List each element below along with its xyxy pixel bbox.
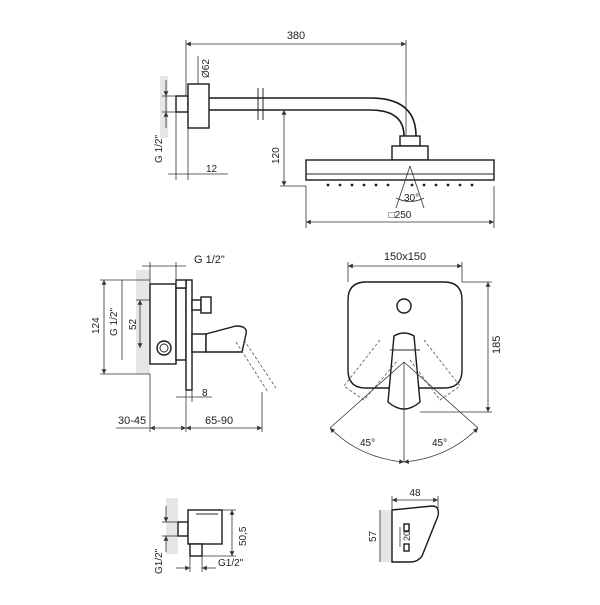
arm-bottom-edge [209,109,405,140]
cover-plate [185,279,193,391]
rotation-arc-right [403,427,479,464]
label-48: 48 [409,488,421,499]
wall-shading-outlet [166,498,178,554]
diverter-button [396,298,412,314]
arm-flange [187,83,210,129]
outlet-nipple [177,521,189,537]
label-spray-30: 30° [404,193,419,204]
arm-joint [399,135,421,147]
label-52: 52 [128,318,139,330]
label-250: □250 [389,210,412,221]
handle-rotated-right [409,339,461,401]
handle-base [191,333,207,353]
label-20: 20 [402,531,412,541]
wall-shading-holder [380,510,392,562]
outlet-bottom-connector [189,543,203,557]
holder-drawing: 48 57 20 [368,488,440,563]
label-diameter-62: Ø62 [201,59,212,78]
wall-shading-mixer [136,270,150,374]
mixer-front-drawing: 45° 45° 150x150 185 [329,251,503,464]
wall-outlet-drawing: G1/2" 50,5 G1/2" [154,498,249,574]
label-45-right: 45° [432,438,447,449]
spray-angle-arc [395,197,425,202]
mixer-side-drawing: G 1/2" 124 G 1/2" 52 8 30-45 65-90 [91,254,277,432]
label-120: 120 [271,147,282,164]
label-thread-arm: G 1/2" [154,135,165,163]
handle-body [205,325,247,353]
outlet-body [187,509,223,545]
label-150x150: 150x150 [384,251,426,263]
label-outlet-thread-left: G1/2" [154,548,165,574]
wall-connector [175,95,189,113]
label-185: 185 [491,336,503,354]
rotation-arc-left [329,427,405,464]
label-thread-top: G 1/2" [194,254,225,266]
label-45-left: 45° [360,438,375,449]
label-380: 380 [287,30,305,42]
label-outlet-thread-bottom: G1/2" [218,558,244,569]
label-30-45: 30-45 [118,415,146,427]
label-65-90: 65-90 [205,415,233,427]
holder-body [391,505,440,563]
shower-head [305,159,495,181]
label-12: 12 [206,164,218,175]
arm-top-edge [209,97,417,140]
diverter-knob [200,296,212,314]
shower-arm-drawing: 380 Ø62 G 1/2" 12 120 30° □250 [154,30,495,228]
label-50-5: 50,5 [238,526,249,546]
handle-rotated-left [343,339,399,401]
pipe-connection [156,340,172,356]
label-thread-side: G 1/2" [109,308,120,336]
head-ball-joint [391,145,429,161]
label-124: 124 [91,317,102,334]
label-8: 8 [202,388,208,399]
label-57: 57 [368,530,379,542]
wall-shading [160,76,168,138]
nozzles [326,183,474,187]
